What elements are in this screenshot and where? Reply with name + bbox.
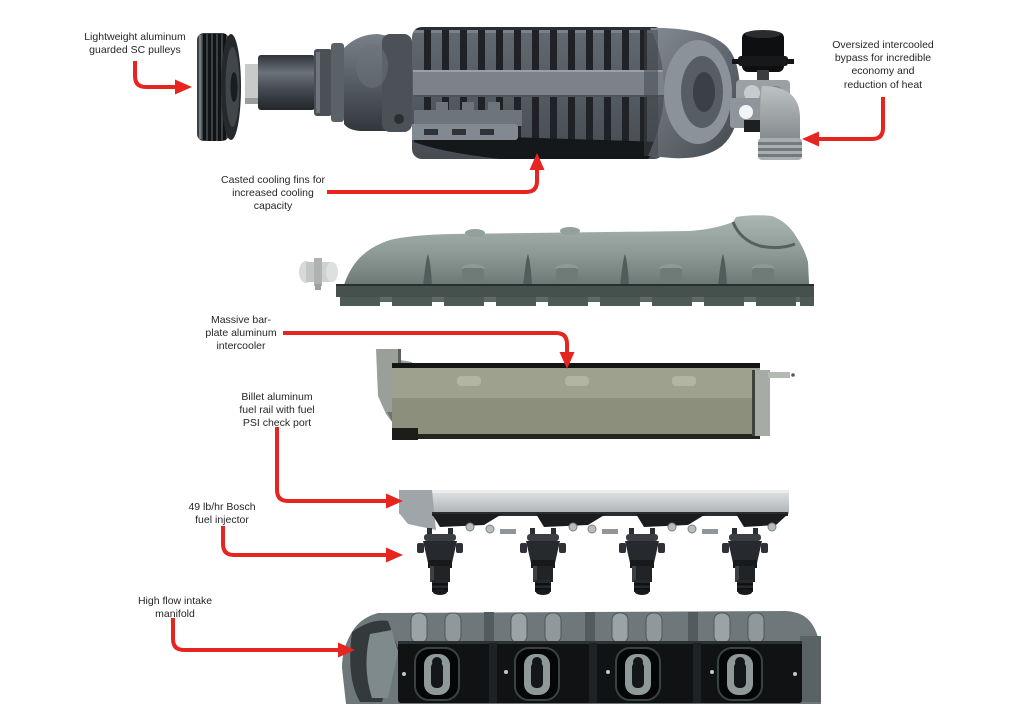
label-cooling-fins: Casted cooling fins for increased coolin…: [221, 174, 325, 213]
sc-bell-housing: [344, 34, 412, 132]
sc-pulley: [197, 33, 241, 141]
intake-manifold: [342, 611, 821, 704]
arrow-injector: [221, 526, 403, 563]
arrow-manifold: [171, 618, 355, 658]
check-valve-fitting: [299, 258, 338, 290]
label-bypass: Oversized intercooled bypass for incredi…: [832, 39, 934, 91]
arrow-cooling-fins: [327, 153, 545, 194]
sc-finned-body: [412, 27, 664, 159]
sc-snout: [245, 43, 344, 122]
fuel-injectors: [417, 528, 768, 595]
sc-housing-end: [644, 28, 740, 159]
fuel-injector: [722, 528, 768, 595]
manifold-ports: [414, 647, 763, 701]
arrow-intercooler: [283, 331, 575, 369]
arrow-pulleys: [133, 61, 192, 95]
bypass-valve: [730, 30, 802, 160]
fuel-rail: [399, 490, 789, 534]
arrow-bypass: [802, 97, 885, 147]
intercooler: [376, 349, 795, 440]
label-manifold: High flow intake manifold: [137, 595, 213, 621]
fuel-injector: [619, 528, 665, 595]
callout-arrows: [133, 61, 885, 658]
label-injector: 49 lb/hr Bosch fuel injector: [188, 501, 256, 527]
arrow-fuel-rail: [275, 427, 403, 509]
label-intercooler: Massive bar- plate aluminum intercooler: [205, 314, 277, 353]
fuel-injector: [520, 528, 566, 595]
supercharger-assembly: [197, 27, 802, 160]
label-pulleys: Lightweight aluminum guarded SC pulleys: [84, 31, 186, 57]
label-fuel-rail: Billet aluminum fuel rail with fuel PSI …: [239, 391, 315, 430]
supercharger-lid: [336, 215, 814, 306]
fuel-injector: [417, 528, 463, 595]
